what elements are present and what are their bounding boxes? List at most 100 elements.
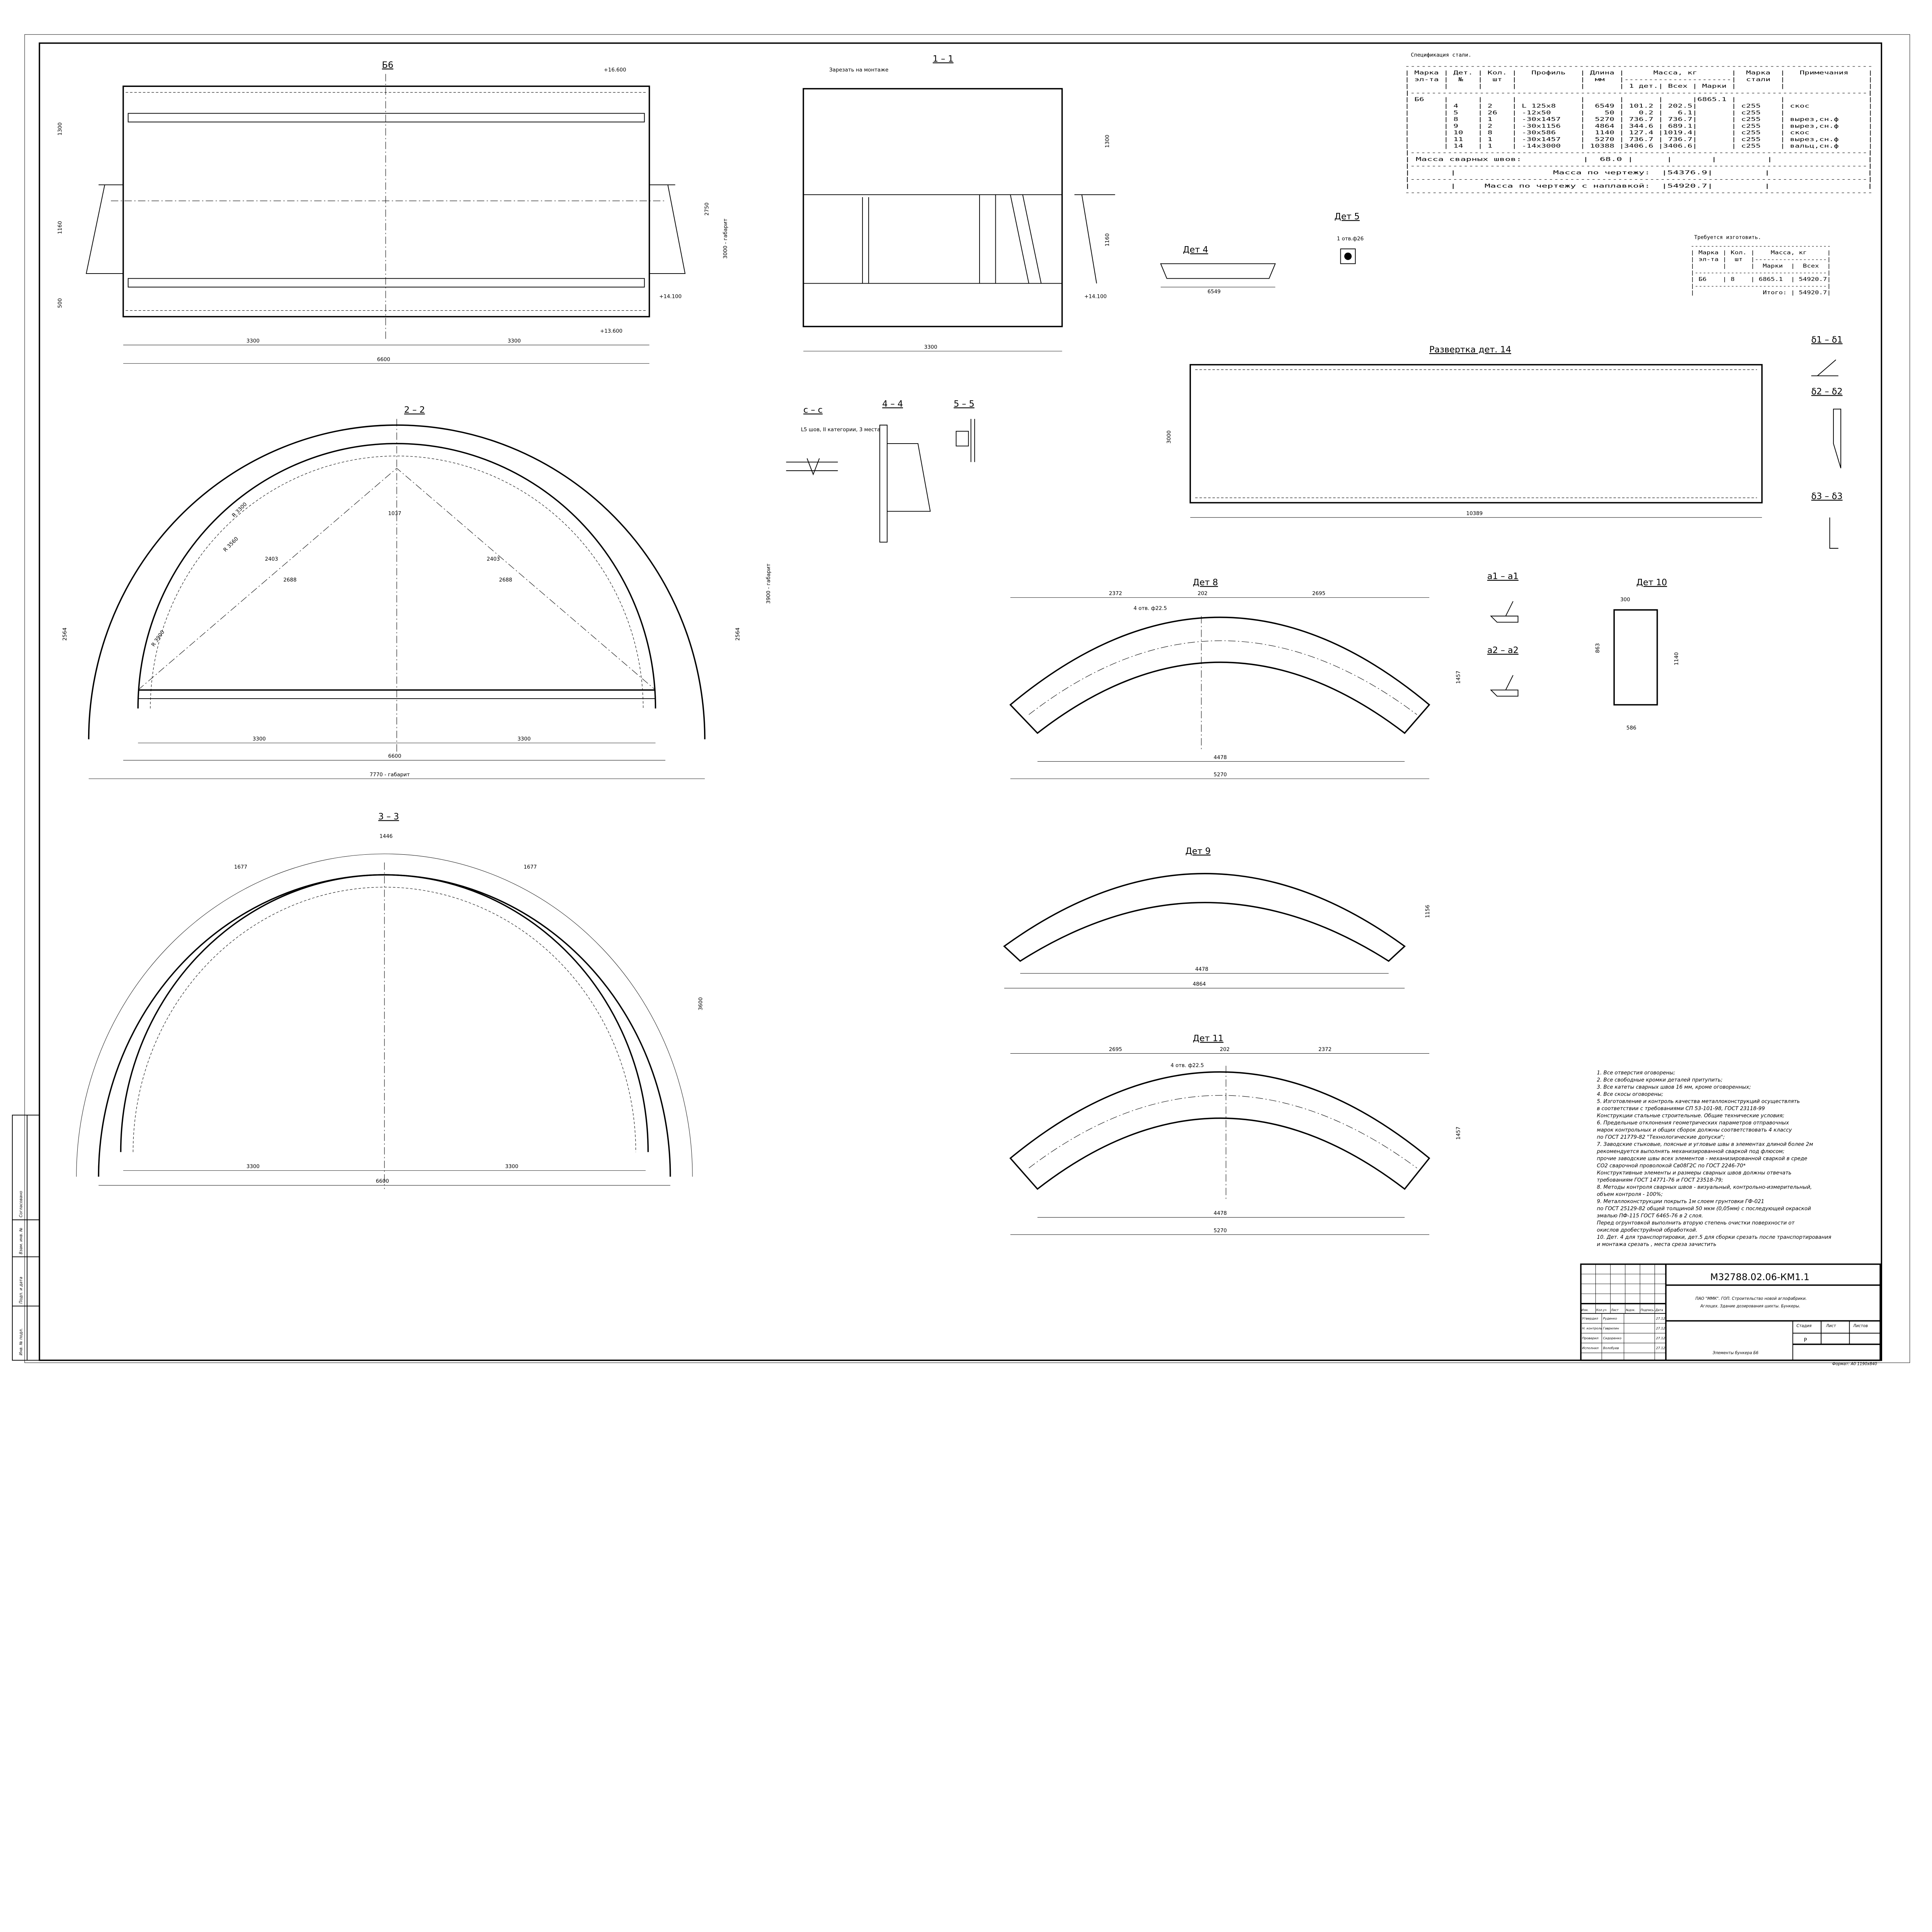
dim-label: 1457 xyxy=(1456,671,1462,684)
table-row: | | | | | | 1 дет.| Всех | Марки | | | xyxy=(1405,83,1873,89)
view-title: а2 – а2 xyxy=(1487,645,1519,655)
dim-label: 1300 xyxy=(57,122,63,136)
table-title: Спецификация стали. xyxy=(1411,52,1471,58)
view-section-3-3: 3 – 3 3300 3300 6600 1446 1677 1677 3600 xyxy=(76,812,704,1189)
role-date: 27.12 xyxy=(1656,1327,1665,1330)
view-section-1-1: 1 – 1 3300 1300 1160 +14.100 Зарезать на… xyxy=(803,54,1115,352)
view-title: 4 – 4 xyxy=(882,399,903,409)
table-row: | эл-та | № | шт | | мм |---------------… xyxy=(1405,77,1873,83)
note-line: Конструкции стальные строительные. Общие… xyxy=(1597,1113,1784,1119)
dim-label: 2564 xyxy=(735,628,741,641)
dim-label: 10389 xyxy=(1466,511,1483,517)
detail-5: Дет 5 1 отв.ф26 xyxy=(1334,212,1364,264)
note-line: прочие заводские швы всех элементов - ме… xyxy=(1597,1156,1808,1162)
side-stamp: Согласовано Взам. инв. № Подп. и дата Ин… xyxy=(12,1114,40,1361)
dim-label: 2750 xyxy=(704,202,710,216)
steel-specification-table: Спецификация стали. ---------------------… xyxy=(1405,52,1873,196)
role-label: Н. контроль xyxy=(1582,1327,1602,1330)
stage-value: Р xyxy=(1804,1338,1807,1344)
table-row: | Марка | Дет. | Кол. | Профиль | Длина … xyxy=(1405,70,1873,76)
table-row: ----------------------------------------… xyxy=(1405,63,1873,69)
note-line: 9. Металлоконструкции покрыть 1м слоем г… xyxy=(1597,1199,1764,1205)
table-row: |---------------------------------| xyxy=(1690,270,1831,276)
dim-label: +13.600 xyxy=(600,328,622,334)
dim-label: 4864 xyxy=(1193,981,1206,987)
detail-11: Дет 11 2695 202 2372 4 отв. ф22.5 4478 5… xyxy=(1009,1034,1462,1235)
dim-label: 3300 xyxy=(924,344,937,350)
role-name: Волобуев xyxy=(1603,1346,1619,1350)
table-row: | | 5 | 26 | -12x50 | 50 | 0.2 | 6.1| | … xyxy=(1405,110,1873,116)
dim-label: 2695 xyxy=(1109,1047,1122,1053)
view-title: δ1 – δ1 xyxy=(1811,335,1842,345)
view-title: с – с xyxy=(803,405,823,415)
titleblock-header: Подпись xyxy=(1641,1308,1654,1312)
radius-label: R 3900 xyxy=(151,629,166,648)
dim-label: 1160 xyxy=(1105,233,1111,247)
dim-label: 3300 xyxy=(247,338,260,344)
note-line: Перед огрунтовкой выполнить вторую степе… xyxy=(1597,1220,1795,1226)
view-title: Развертка дет. 14 xyxy=(1429,345,1511,355)
dim-label: 2372 xyxy=(1318,1047,1332,1053)
dim-label: 500 xyxy=(57,298,63,308)
dim-label: 1300 xyxy=(1105,135,1111,148)
role-date: 27.12 xyxy=(1656,1346,1665,1350)
annotation: L5 шов, II категории, 3 места xyxy=(801,427,880,433)
dim-label: 1160 xyxy=(57,221,63,234)
dim-label: 1156 xyxy=(1425,905,1431,918)
view-small-sections: с – с L5 шов, II категории, 3 места 4 – … xyxy=(786,335,1843,697)
stamp-label: Согласовано xyxy=(19,1191,23,1217)
role-label: Исполнил xyxy=(1582,1346,1599,1350)
dim-label: 4 отв. ф22.5 xyxy=(1134,605,1167,611)
table-title: Требуется изготовить. xyxy=(1694,235,1761,241)
dim-label: 6600 xyxy=(388,753,401,759)
dim-label: 202 xyxy=(1220,1047,1230,1053)
drawing-canvas: Согласовано Взам. инв. № Подп. и дата Ин… xyxy=(12,34,1910,1366)
sheet-label: Лист xyxy=(1826,1324,1837,1328)
view-title: 1 – 1 xyxy=(933,54,954,64)
annotation: Зарезать на монтаже xyxy=(829,67,888,73)
table-row: | | 8 | 1 | -30x1457 | 5270 | 736.7 | 73… xyxy=(1405,116,1873,122)
outer-frame xyxy=(24,34,1910,1363)
stamp-label: Взам. инв. № xyxy=(19,1228,23,1254)
dim-label: 3000 xyxy=(1166,430,1172,444)
dim-label: 1677 xyxy=(524,864,537,870)
view-title: Дет 9 xyxy=(1185,846,1211,856)
table-row: | | Масса по чертежу: |54376.9| | | xyxy=(1405,170,1873,176)
dim-label: 1677 xyxy=(234,864,247,870)
dim-label: 4 отв. ф22.5 xyxy=(1170,1063,1204,1068)
dim-label: 2695 xyxy=(1312,591,1325,597)
table-row: | | Масса по чертежу с наплавкой: |54920… xyxy=(1405,183,1873,189)
view-title: Дет 8 xyxy=(1193,578,1218,588)
role-label: Проверил xyxy=(1582,1336,1599,1340)
note-line: 6. Предельные отклонения геометрических … xyxy=(1597,1120,1789,1126)
dim-label: 3900 - габарит xyxy=(765,563,772,604)
drawing-sheet: Согласовано Взам. инв. № Подп. и дата Ин… xyxy=(12,34,1910,1367)
note-line: 2. Все свободные кромки деталей притупит… xyxy=(1597,1077,1723,1083)
stamp-label: Подп. и дата xyxy=(19,1277,23,1303)
detail-10: Дет 10 300 1140 863 586 xyxy=(1595,578,1680,731)
note-line: требованиям ГОСТ 14771-76 и ГОСТ 23518-7… xyxy=(1597,1177,1723,1183)
table-row: ----------------------------------------… xyxy=(1405,190,1873,196)
dim-label: +14.100 xyxy=(659,294,682,300)
view-title: 2 – 2 xyxy=(404,405,425,415)
view-title: Б6 xyxy=(382,60,394,70)
table-row: | | 14 | 1 | -14x3000 | 10388 |3406.6 |3… xyxy=(1405,143,1873,149)
detail-9: Дет 9 4478 4864 1156 xyxy=(1003,846,1431,988)
note-line: рекомендуется выполнять механизированной… xyxy=(1597,1149,1784,1155)
dim-label: 1037 xyxy=(388,511,401,517)
dim-label: 5270 xyxy=(1214,772,1227,778)
dim-label: 1457 xyxy=(1456,1127,1462,1140)
note-line: марок контрольных и общих сборок должны … xyxy=(1597,1127,1793,1133)
note-line: Конструктивные элементы и размеры сварны… xyxy=(1597,1170,1792,1176)
table-row: | Б6 | | | | | | |6865.1 | | | xyxy=(1405,96,1873,102)
table-row: | | 4 | 2 | L 125x8 | 6549 | 101.2 | 202… xyxy=(1405,103,1873,109)
required-manufacture-table: Требуется изготовить.-------------------… xyxy=(1690,235,1831,296)
radius-label: R 3300 xyxy=(231,502,248,519)
dim-label: 586 xyxy=(1626,725,1636,731)
note-line: 8. Методы контроля сварных швов - визуал… xyxy=(1597,1185,1812,1190)
titleblock-header: №док. xyxy=(1626,1308,1636,1312)
note-line: и монтажа срезать , места среза зачистит… xyxy=(1597,1242,1716,1247)
table-row: |---------------------------------------… xyxy=(1405,150,1873,156)
stamp-label: Инв. № подл. xyxy=(19,1328,23,1355)
